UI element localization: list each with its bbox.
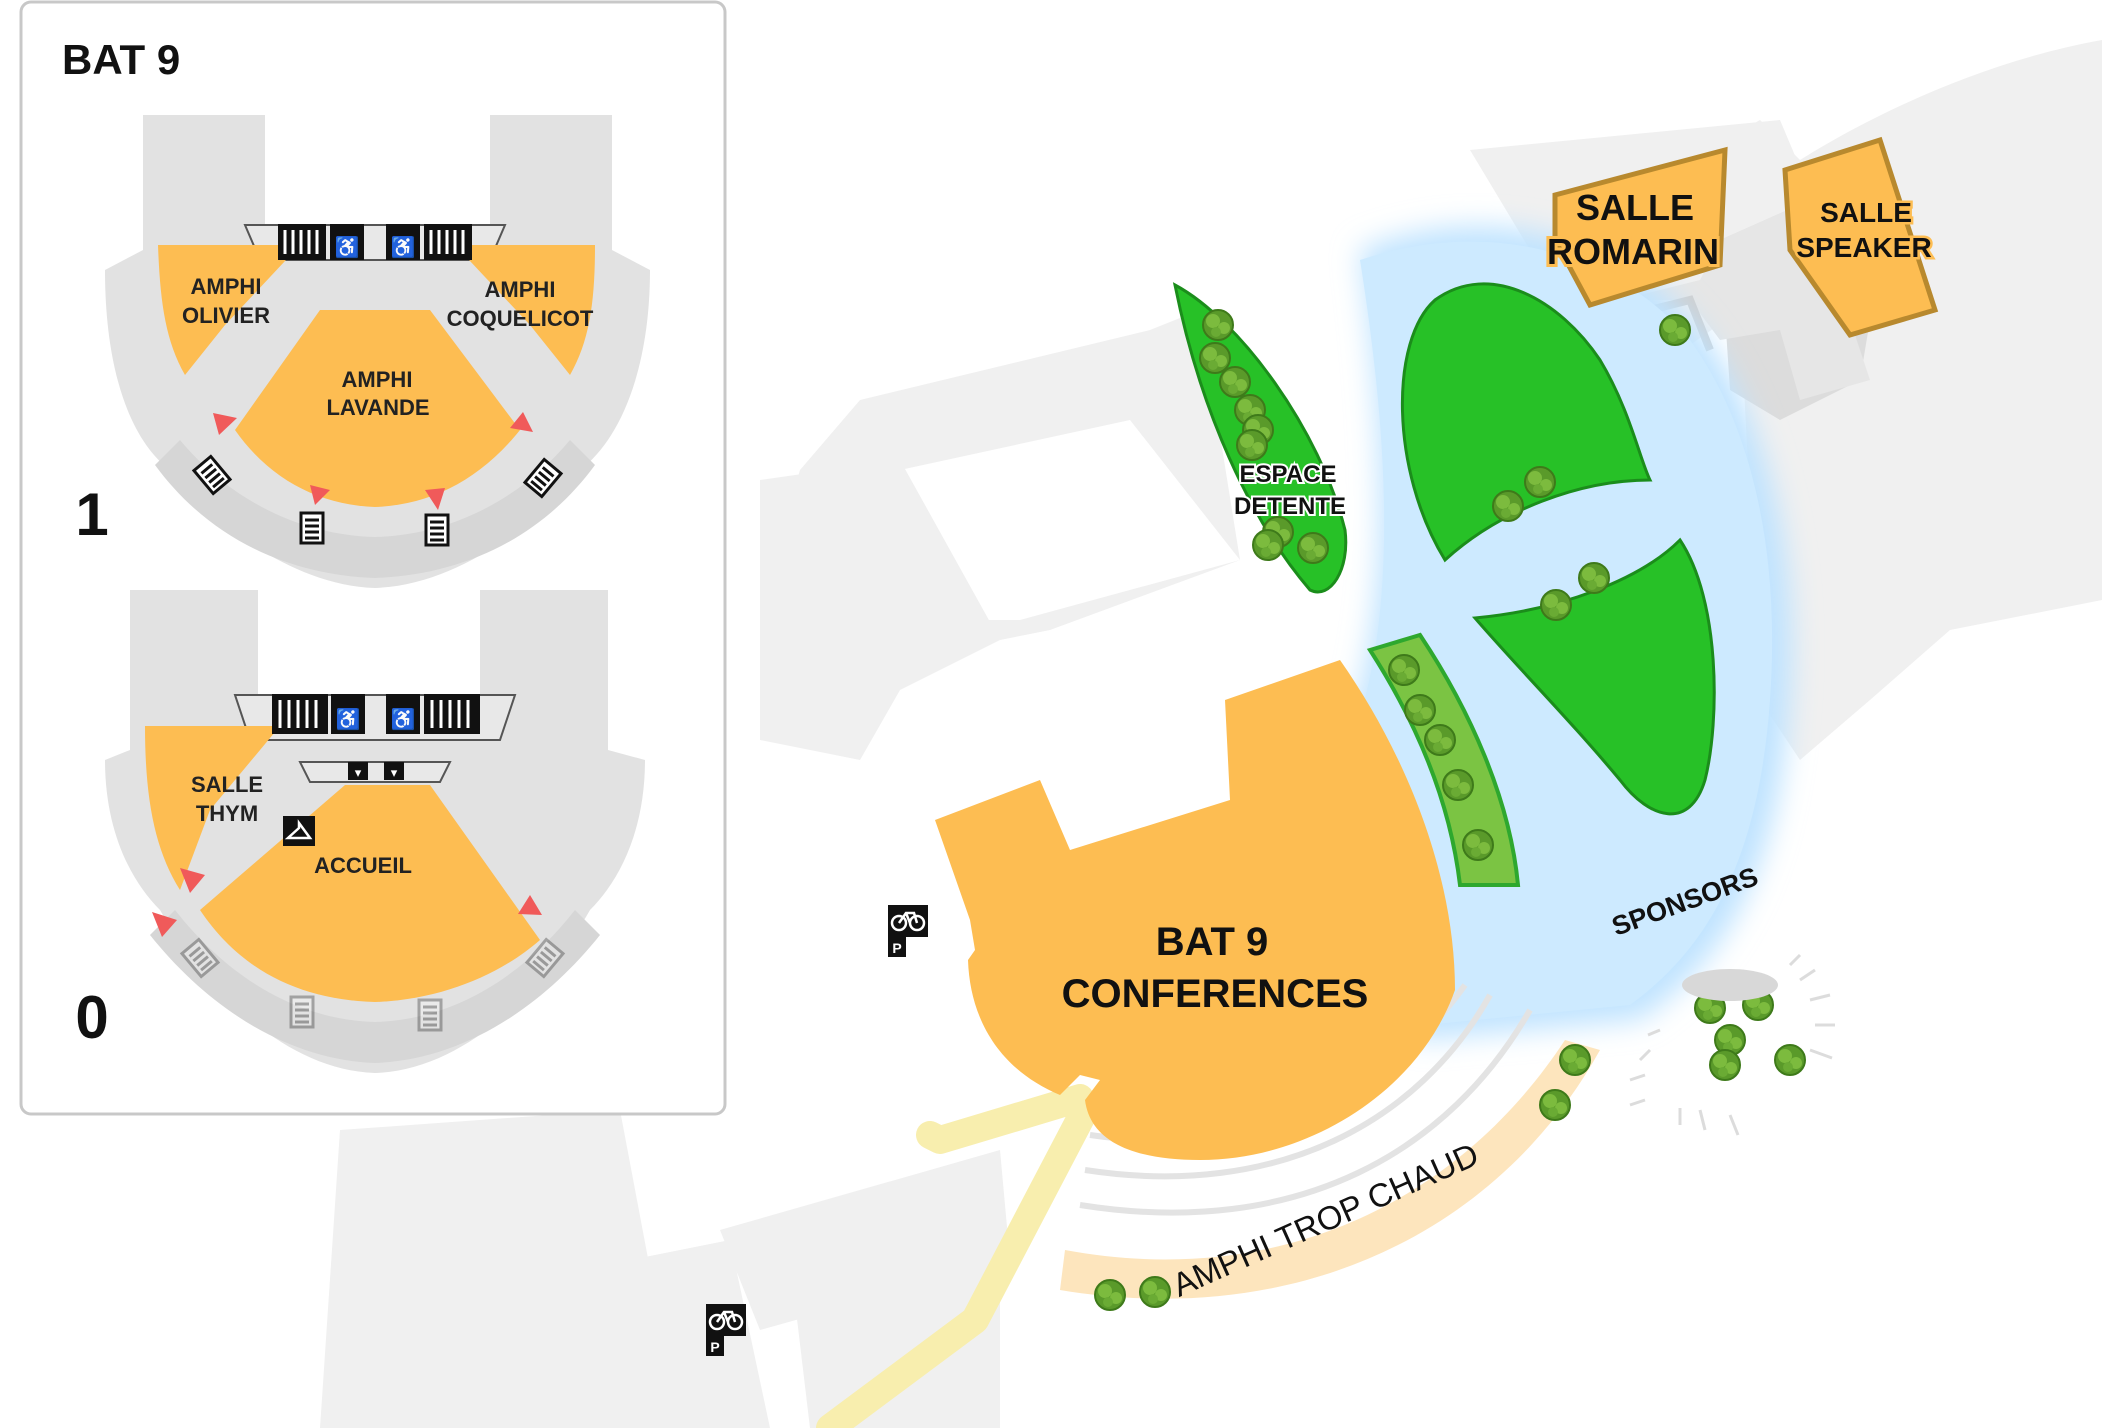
floor-1-plan: ♿ ♿ AMPHI OLIVIER AMPHI COQUELICOT AMPHI…	[75, 115, 650, 588]
coat-hanger-icon	[283, 816, 315, 846]
stairs-icon	[424, 513, 450, 547]
salle-speaker-label-line2: SPEAKER	[1796, 232, 1931, 263]
svg-text:♿: ♿	[335, 235, 360, 259]
accueil-label: ACCUEIL	[314, 853, 412, 878]
svg-text:♿: ♿	[336, 707, 361, 731]
background-ground	[320, 40, 2102, 1428]
amphi-olivier-line2: OLIVIER	[182, 303, 270, 328]
amphi-coquelicot-line2: COQUELICOT	[447, 306, 594, 331]
salle-speaker-building	[1782, 136, 1939, 338]
stairs-icon	[299, 511, 325, 545]
inset-title: BAT 9	[62, 36, 180, 83]
floor-number-1: 1	[75, 481, 108, 548]
main-building-label-line2: CONFERENCES	[1062, 972, 1369, 1016]
salle-thym-line2: THYM	[196, 801, 258, 826]
salle-romarin-building	[1552, 146, 1728, 308]
entrance-arrow-icon	[213, 412, 533, 510]
svg-text:♿: ♿	[391, 707, 416, 731]
amphi-olivier-line1: AMPHI	[191, 274, 262, 299]
stairs-icon	[424, 224, 472, 260]
elevator-icon: ♿	[386, 224, 420, 260]
toilet-icon: ▾	[348, 762, 368, 780]
svg-text:♿: ♿	[391, 235, 416, 259]
elevator-icon: ♿	[331, 694, 365, 734]
floor-0-plan: ♿ ♿ ▾ ▾ SALLE THYM ACCUEIL	[75, 590, 645, 1073]
espace-detente-label-line1: ESPACE	[1240, 461, 1337, 488]
svg-text:▾: ▾	[391, 765, 398, 780]
toilet-icon: ▾	[384, 762, 404, 780]
green-space-lower-lens	[1471, 537, 1716, 816]
entrance-arrow-icon	[152, 868, 542, 937]
green-space-upper-lens	[1401, 282, 1653, 563]
bat9-conferences-building	[935, 660, 1455, 1160]
main-building-label-line1: BAT 9	[1156, 920, 1269, 964]
elevator-icon: ♿	[330, 224, 364, 260]
stairs-icon	[272, 694, 328, 734]
bike-parking-icon: P	[704, 1302, 748, 1358]
stairs-icon	[417, 998, 443, 1032]
svg-text:▾: ▾	[355, 765, 362, 780]
stairs-icon	[278, 224, 326, 260]
salle-romarin-label-line1: SALLE	[1576, 187, 1694, 228]
salle-thym-line1: SALLE	[191, 772, 263, 797]
stairs-icon	[424, 694, 480, 734]
elevator-icon: ♿	[386, 694, 420, 734]
salle-romarin-label-line2: ROMARIN	[1547, 231, 1719, 272]
espace-detente-label-line2: DETENTE	[1234, 493, 1346, 520]
amphi-lavande-line2: LAVANDE	[326, 395, 429, 420]
svg-text:P: P	[710, 1339, 719, 1355]
bike-parking-icon: P	[886, 903, 930, 959]
amphi-lavande-line1: AMPHI	[342, 367, 413, 392]
entrance-path	[816, 1084, 1099, 1428]
amphi-coquelicot-line1: AMPHI	[485, 277, 556, 302]
svg-text:P: P	[892, 940, 901, 956]
salle-speaker-label-line1: SALLE	[1820, 197, 1912, 228]
inset-panel: BAT 9 ♿ ♿	[19, 0, 727, 1116]
tree-cluster-decoration	[1629, 953, 1835, 1136]
stairs-icon	[289, 995, 315, 1029]
floor-number-0: 0	[75, 984, 108, 1051]
